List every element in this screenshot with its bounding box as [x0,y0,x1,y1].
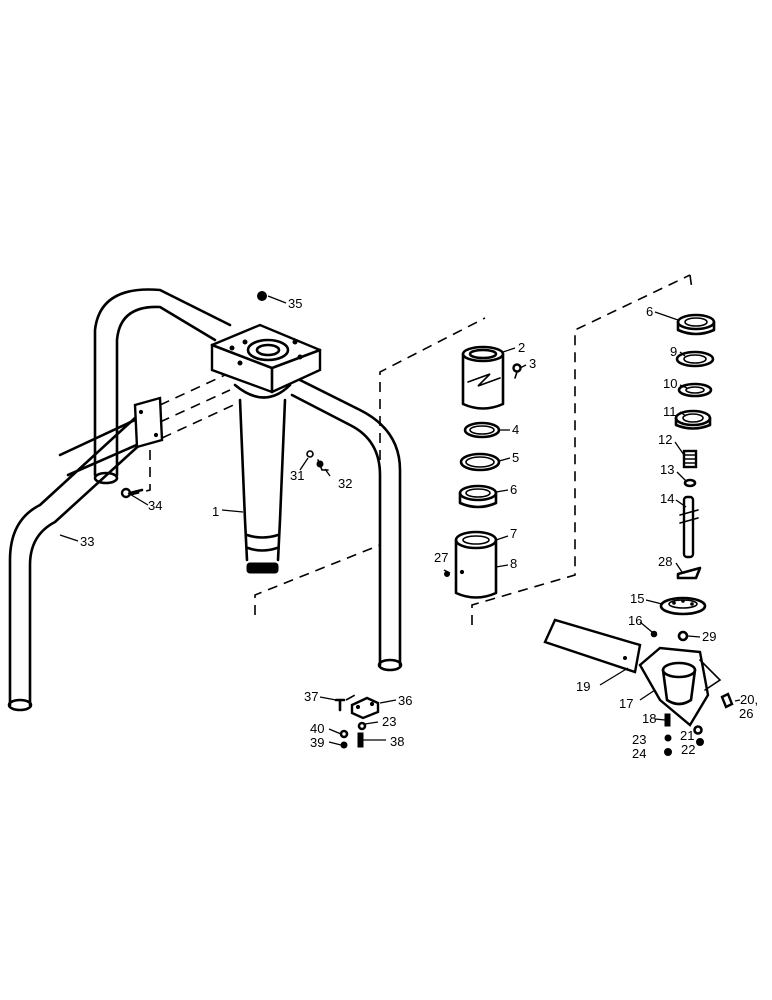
callout-36: 36 [398,693,412,708]
callout-22: 22 [681,742,695,757]
callout-28: 28 [658,554,672,569]
washer-23-bottom [357,721,367,731]
bolt-18 [664,713,671,727]
callout-6-middle: 6 [510,482,517,497]
leader-lines [59,295,741,746]
nut-24 [664,748,672,756]
callout-8: 8 [510,556,517,571]
ring-13 [683,478,697,488]
flange-plate [133,396,164,449]
bracket-36 [350,696,380,720]
callout-4: 4 [512,422,519,437]
callout-33: 33 [80,534,94,549]
ring-4 [463,421,501,439]
bolt-34 [120,487,144,499]
callout-6-top: 6 [646,304,653,319]
column-shaft [233,383,292,574]
washer-10 [677,382,713,398]
callout-20: 20, [740,692,758,707]
callout-labels: 1 2 3 4 5 6 7 8 27 6 9 10 11 12 13 14 28… [80,296,758,761]
callout-21: 21 [680,728,694,743]
callout-3: 3 [529,356,536,371]
callout-7: 7 [510,526,517,541]
callout-31: 31 [290,468,304,483]
callout-23-right: 23 [632,732,646,747]
ring-9 [675,350,715,368]
callout-14: 14 [660,491,674,506]
nut-35 [257,291,267,301]
callout-15: 15 [630,591,644,606]
blade-19 [543,618,642,674]
plate-15 [659,596,707,616]
bearing-11 [674,409,712,430]
callout-34: 34 [148,498,162,513]
callout-11: 11 [663,404,677,419]
callout-29: 29 [702,629,716,644]
bearing-6-top [676,313,716,336]
bushing-sleeve-2 [461,345,505,410]
callout-40: 40 [310,721,324,736]
callout-2: 2 [518,340,525,355]
washer-28 [676,566,702,580]
pin-16 [650,630,658,638]
callout-27: 27 [434,550,448,565]
nut-39 [340,741,348,749]
callout-39: 39 [310,735,324,750]
screw-3 [512,363,522,379]
fitting-31 [306,450,314,458]
callout-18: 18 [642,711,656,726]
screw-37 [334,698,346,712]
nut-22 [696,738,704,746]
callout-13: 13 [660,462,674,477]
frame-tube-assembly [7,288,403,712]
ring-29 [677,630,689,642]
callout-32: 32 [338,476,352,491]
callout-23-bottom: 23 [382,714,396,729]
sleeve-7-8 [454,530,498,599]
spring-12 [682,449,698,469]
bolt-38 [357,732,364,748]
callout-17: 17 [619,696,633,711]
callout-19: 19 [576,679,590,694]
callout-24: 24 [632,746,646,761]
column-head-housing [210,323,322,394]
washer-23-right [664,734,672,742]
callout-12: 12 [658,432,672,447]
bearing-6-middle [458,484,498,509]
washer-40 [339,729,349,739]
callout-9: 9 [670,344,677,359]
callout-37: 37 [304,689,318,704]
callout-1: 1 [212,504,219,519]
callout-5: 5 [512,450,519,465]
screw-20-26 [720,692,734,709]
ring-5 [459,452,501,472]
nut-21 [693,725,703,735]
callout-26: 26 [739,706,753,721]
fitting-32 [316,459,329,471]
callout-35: 35 [288,296,302,311]
impeller-housing-17 [638,646,722,727]
shaft-14 [679,495,699,559]
callout-38: 38 [390,734,404,749]
callout-10: 10 [663,376,677,391]
callout-16: 16 [628,613,642,628]
